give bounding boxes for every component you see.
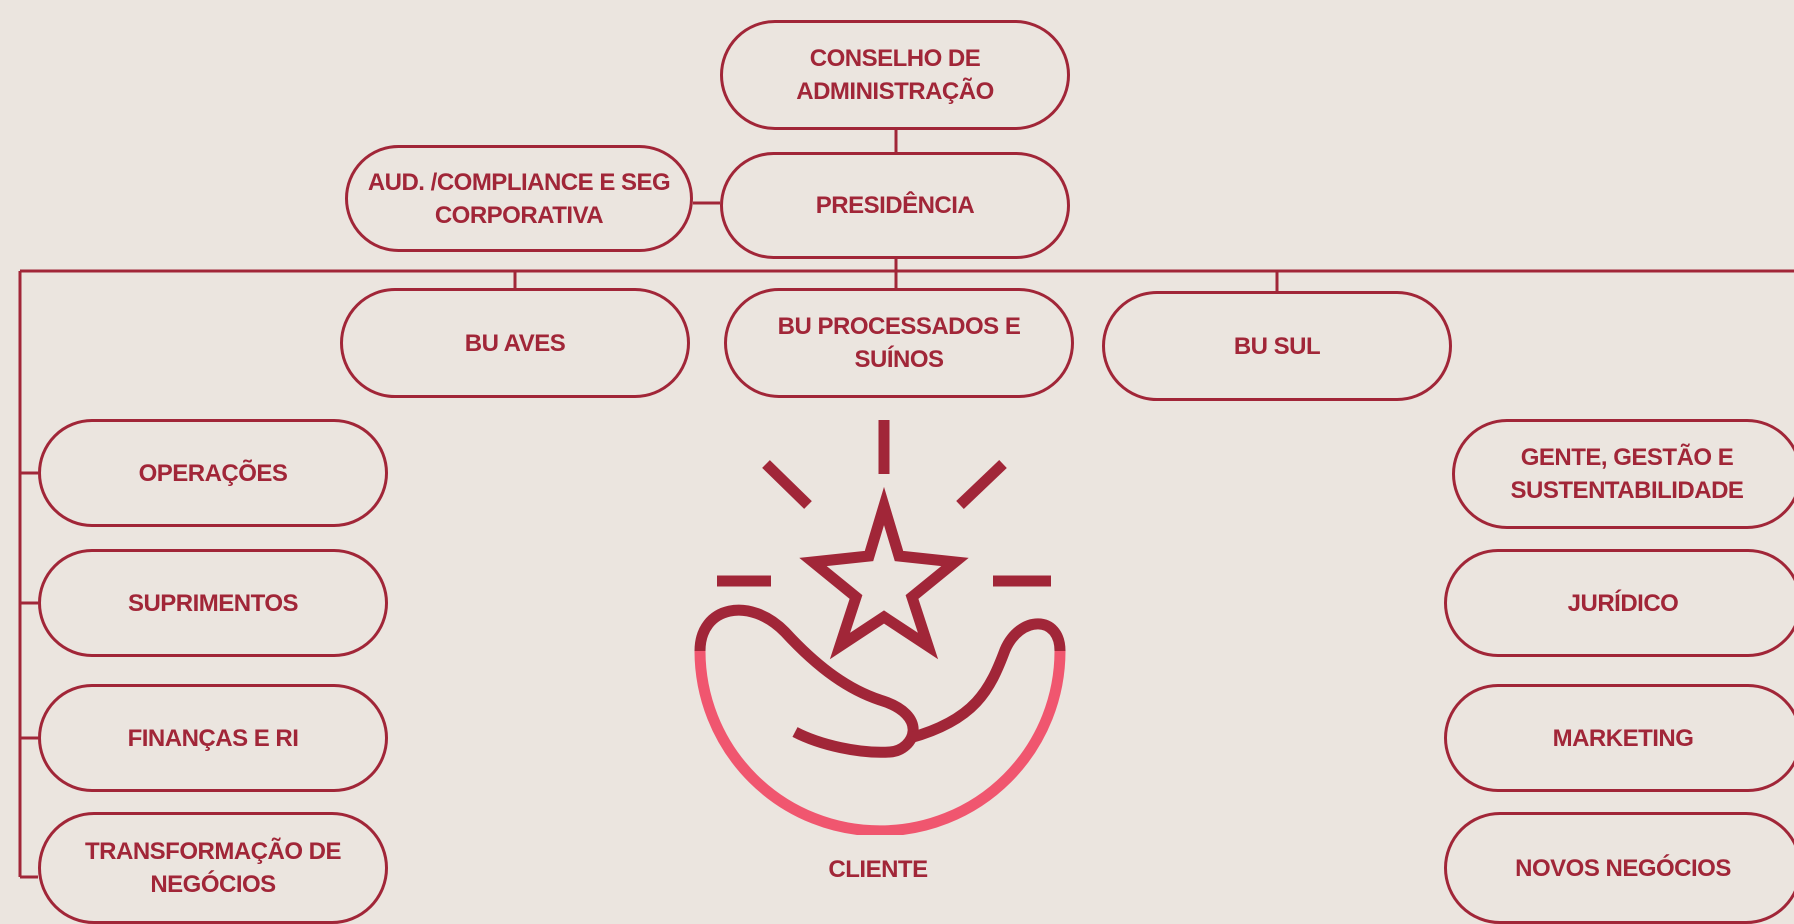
- node-juridico: JURÍDICO: [1444, 549, 1794, 657]
- node-presidencia: PRESIDÊNCIA: [720, 152, 1070, 259]
- node-suprimentos: SUPRIMENTOS: [38, 549, 388, 657]
- node-financas: FINANÇAS E RI: [38, 684, 388, 792]
- node-bu-processados: BU PROCESSADOS E SUÍNOS: [724, 288, 1074, 398]
- node-marketing: MARKETING: [1444, 684, 1794, 792]
- node-bu-aves: BU AVES: [340, 288, 690, 398]
- cliente-label: CLIENTE: [828, 856, 928, 883]
- node-transformacao: TRANSFORMAÇÃO DE NEGÓCIOS: [38, 812, 388, 924]
- star-smile-icon: [694, 420, 1066, 835]
- node-gente: GENTE, GESTÃO E SUSTENTABILIDADE: [1452, 419, 1794, 529]
- node-operacoes: OPERAÇÕES: [38, 419, 388, 527]
- node-novos-negocios: NOVOS NEGÓCIOS: [1444, 812, 1794, 924]
- node-conselho: CONSELHO DE ADMINISTRAÇÃO: [720, 20, 1070, 130]
- node-auditoria: AUD. /COMPLIANCE E SEG CORPORATIVA: [345, 145, 693, 252]
- node-bu-sul: BU SUL: [1102, 291, 1452, 401]
